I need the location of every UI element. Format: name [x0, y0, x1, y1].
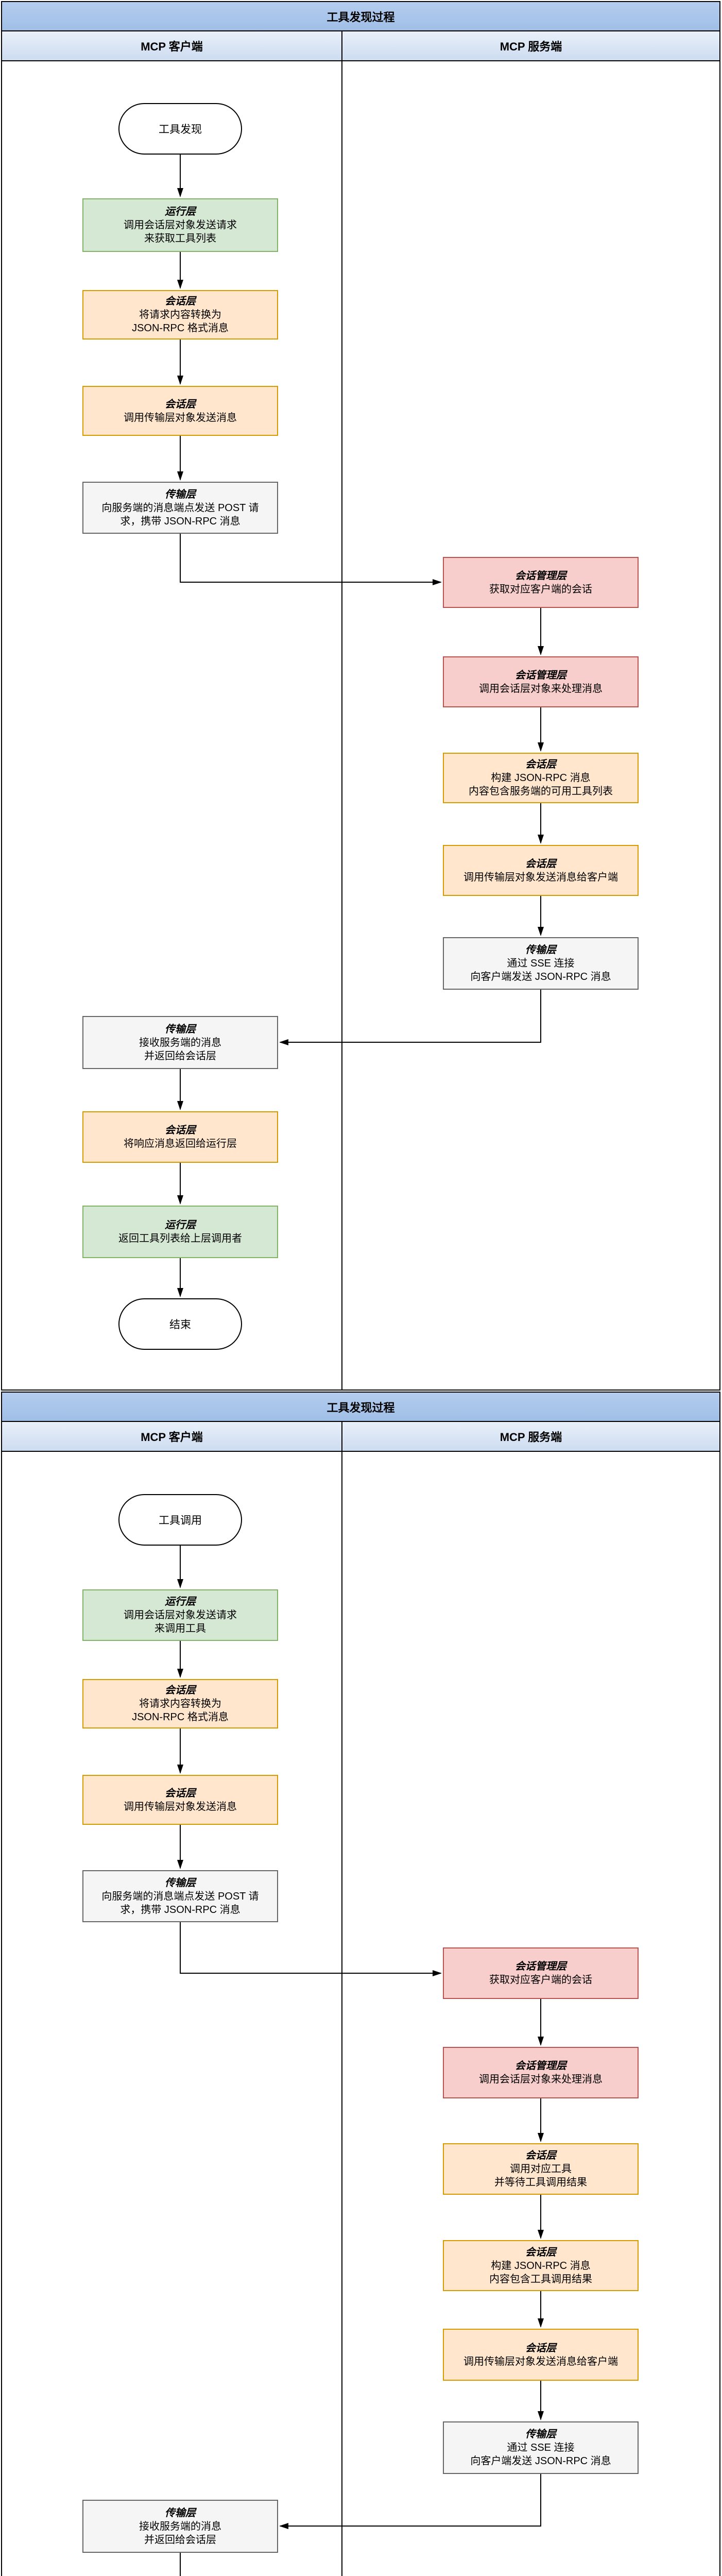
- node-text-line: 接收服务端的消息: [139, 2520, 221, 2532]
- node-s2-server-session-invoke-tool: 会话层 调用对应工具 并等待工具调用结果: [443, 2143, 639, 2195]
- node-s2-client-transport-post: 传输层 向服务端的消息端点发送 POST 请 求，携带 JSON-RPC 消息: [82, 1870, 278, 1922]
- node-s2-client-session-send: 会话层 调用传输层对象发送消息: [82, 1775, 278, 1825]
- node-layer-title: 会话层: [525, 2246, 556, 2258]
- node-s1-client-session-send: 会话层 调用传输层对象发送消息: [82, 386, 278, 436]
- node-layer-title: 会话管理层: [515, 669, 566, 681]
- node-text-line: 调用会话层对象发送请求: [124, 219, 237, 231]
- node-layer-title: 会话管理层: [515, 570, 566, 582]
- lane-header-mcp-server: MCP 服务端: [342, 31, 719, 60]
- node-text-line: 通过 SSE 连接: [507, 958, 575, 969]
- node-text-line: JSON-RPC 格式消息: [132, 323, 229, 334]
- node-s1-client-transport-receive: 传输层 接收服务端的消息 并返回给会话层: [82, 1016, 278, 1069]
- node-s2-server-sessionmgr-get: 会话管理层 获取对应客户端的会话: [443, 1947, 639, 1999]
- lane-header-mcp-client: MCP 客户端: [2, 31, 342, 60]
- node-text-line: 内容包含工具调用结果: [489, 2273, 592, 2285]
- node-text-line: 将请求内容转换为: [139, 1698, 221, 1709]
- node-layer-title: 会话层: [165, 1787, 196, 1799]
- node-s2-server-session-send: 会话层 调用传输层对象发送消息给客户端: [443, 2329, 639, 2381]
- lane-headers: MCP 客户端 MCP 服务端: [2, 31, 719, 61]
- end-oval-s1: 结束: [118, 1298, 242, 1350]
- node-s1-server-session-build: 会话层 构建 JSON-RPC 消息 内容包含服务端的可用工具列表: [443, 753, 639, 803]
- node-text-line: 接收服务端的消息: [139, 1037, 221, 1048]
- lane-divider: [341, 60, 342, 1391]
- node-layer-title: 传输层: [165, 488, 196, 500]
- node-text-line: 构建 JSON-RPC 消息: [491, 772, 591, 784]
- node-text-line: 内容包含服务端的可用工具列表: [469, 786, 613, 797]
- node-text-line: 来调用工具: [154, 1623, 206, 1634]
- start-oval-tool-call: 工具调用: [118, 1494, 242, 1546]
- node-layer-title: 传输层: [525, 944, 556, 956]
- node-layer-title: 会话层: [165, 398, 196, 410]
- node-text-line: 向服务端的消息端点发送 POST 请: [101, 502, 259, 514]
- node-layer-title: 运行层: [165, 1596, 196, 1607]
- node-text-line: 将响应消息返回给运行层: [124, 1138, 237, 1149]
- node-layer-title: 会话层: [525, 2342, 556, 2354]
- node-s2-server-sessionmgr-handle: 会话管理层 调用会话层对象来处理消息: [443, 2047, 639, 2098]
- node-s1-client-session-convert: 会话层 将请求内容转换为 JSON-RPC 格式消息: [82, 290, 278, 340]
- node-layer-title: 传输层: [165, 1023, 196, 1035]
- node-text-line: 通过 SSE 连接: [507, 2442, 575, 2453]
- node-text-line: 返回工具列表给上层调用者: [118, 1233, 242, 1244]
- lane-divider: [341, 1451, 342, 2576]
- section-title: 工具发现过程: [2, 2, 719, 31]
- node-layer-title: 传输层: [525, 2429, 556, 2440]
- node-s2-client-session-convert: 会话层 将请求内容转换为 JSON-RPC 格式消息: [82, 1679, 278, 1728]
- section-title: 工具发现过程: [2, 1393, 719, 1422]
- node-text-line: 调用会话层对象来处理消息: [479, 2074, 603, 2085]
- node-text-line: 求，携带 JSON-RPC 消息: [120, 515, 240, 527]
- node-text-line: 调用会话层对象来处理消息: [479, 683, 603, 694]
- node-layer-title: 会话层: [165, 1125, 196, 1136]
- node-s1-client-session-return: 会话层 将响应消息返回给运行层: [82, 1111, 278, 1163]
- node-layer-title: 会话层: [525, 759, 556, 770]
- node-text-line: 向客户端发送 JSON-RPC 消息: [470, 971, 611, 982]
- node-text-line: 调用会话层对象发送请求: [124, 1609, 237, 1621]
- node-s2-server-transport-sse: 传输层 通过 SSE 连接 向客户端发送 JSON-RPC 消息: [443, 2421, 639, 2474]
- node-s1-client-runtime-return: 运行层 返回工具列表给上层调用者: [82, 1206, 278, 1258]
- node-s1-server-transport-sse: 传输层 通过 SSE 连接 向客户端发送 JSON-RPC 消息: [443, 937, 639, 990]
- node-text-line: 调用传输层对象发送消息给客户端: [463, 2355, 618, 2367]
- node-text-line: 构建 JSON-RPC 消息: [491, 2260, 591, 2272]
- node-layer-title: 传输层: [165, 1877, 196, 1889]
- oval-label: 工具发现: [159, 124, 202, 135]
- lane-header-mcp-client: MCP 客户端: [2, 1422, 342, 1451]
- node-s1-server-session-send: 会话层 调用传输层对象发送消息给客户端: [443, 845, 639, 896]
- node-layer-title: 运行层: [165, 1219, 196, 1231]
- node-layer-title: 运行层: [165, 206, 196, 217]
- node-text-line: 调用对应工具: [510, 2163, 572, 2175]
- node-layer-title: 会话管理层: [515, 1961, 566, 1972]
- node-layer-title: 传输层: [165, 2507, 196, 2519]
- node-text-line: 来获取工具列表: [144, 233, 216, 244]
- node-layer-title: 会话管理层: [515, 2060, 566, 2072]
- node-text-line: 求，携带 JSON-RPC 消息: [120, 1904, 240, 1916]
- node-text-line: 并返回给会话层: [144, 1050, 216, 1062]
- node-layer-title: 会话层: [165, 1685, 196, 1696]
- node-text-line: 调用传输层对象发送消息: [124, 1801, 237, 1812]
- node-s2-client-transport-receive: 传输层 接收服务端的消息 并返回给会话层: [82, 2500, 278, 2553]
- lane-headers: MCP 客户端 MCP 服务端: [2, 1422, 719, 1452]
- node-text-line: 向客户端发送 JSON-RPC 消息: [470, 2455, 611, 2467]
- node-s1-server-sessionmgr-handle: 会话管理层 调用会话层对象来处理消息: [443, 656, 639, 707]
- node-layer-title: 会话层: [165, 296, 196, 307]
- node-text-line: 调用传输层对象发送消息: [124, 412, 237, 423]
- node-text-line: 并返回给会话层: [144, 2534, 216, 2546]
- node-text-line: 获取对应客户端的会话: [489, 583, 592, 595]
- node-s1-server-sessionmgr-get: 会话管理层 获取对应客户端的会话: [443, 557, 639, 608]
- oval-label: 结束: [169, 1319, 191, 1331]
- node-text-line: JSON-RPC 格式消息: [132, 1711, 229, 1723]
- node-text-line: 将请求内容转换为: [139, 309, 221, 320]
- node-s2-client-runtime-request: 运行层 调用会话层对象发送请求 来调用工具: [82, 1589, 278, 1641]
- node-s2-server-session-build: 会话层 构建 JSON-RPC 消息 内容包含工具调用结果: [443, 2240, 639, 2291]
- node-text-line: 向服务端的消息端点发送 POST 请: [101, 1890, 259, 1902]
- node-s1-client-transport-post: 传输层 向服务端的消息端点发送 POST 请 求，携带 JSON-RPC 消息: [82, 482, 278, 534]
- node-s1-client-runtime-request: 运行层 调用会话层对象发送请求 来获取工具列表: [82, 198, 278, 252]
- node-layer-title: 会话层: [525, 2150, 556, 2161]
- node-text-line: 并等待工具调用结果: [494, 2177, 587, 2188]
- start-oval-tool-discovery: 工具发现: [118, 103, 242, 155]
- node-layer-title: 会话层: [525, 858, 556, 870]
- oval-label: 工具调用: [159, 1515, 202, 1527]
- lane-header-mcp-server: MCP 服务端: [342, 1422, 719, 1451]
- node-text-line: 获取对应客户端的会话: [489, 1974, 592, 1986]
- node-text-line: 调用传输层对象发送消息给客户端: [463, 871, 618, 883]
